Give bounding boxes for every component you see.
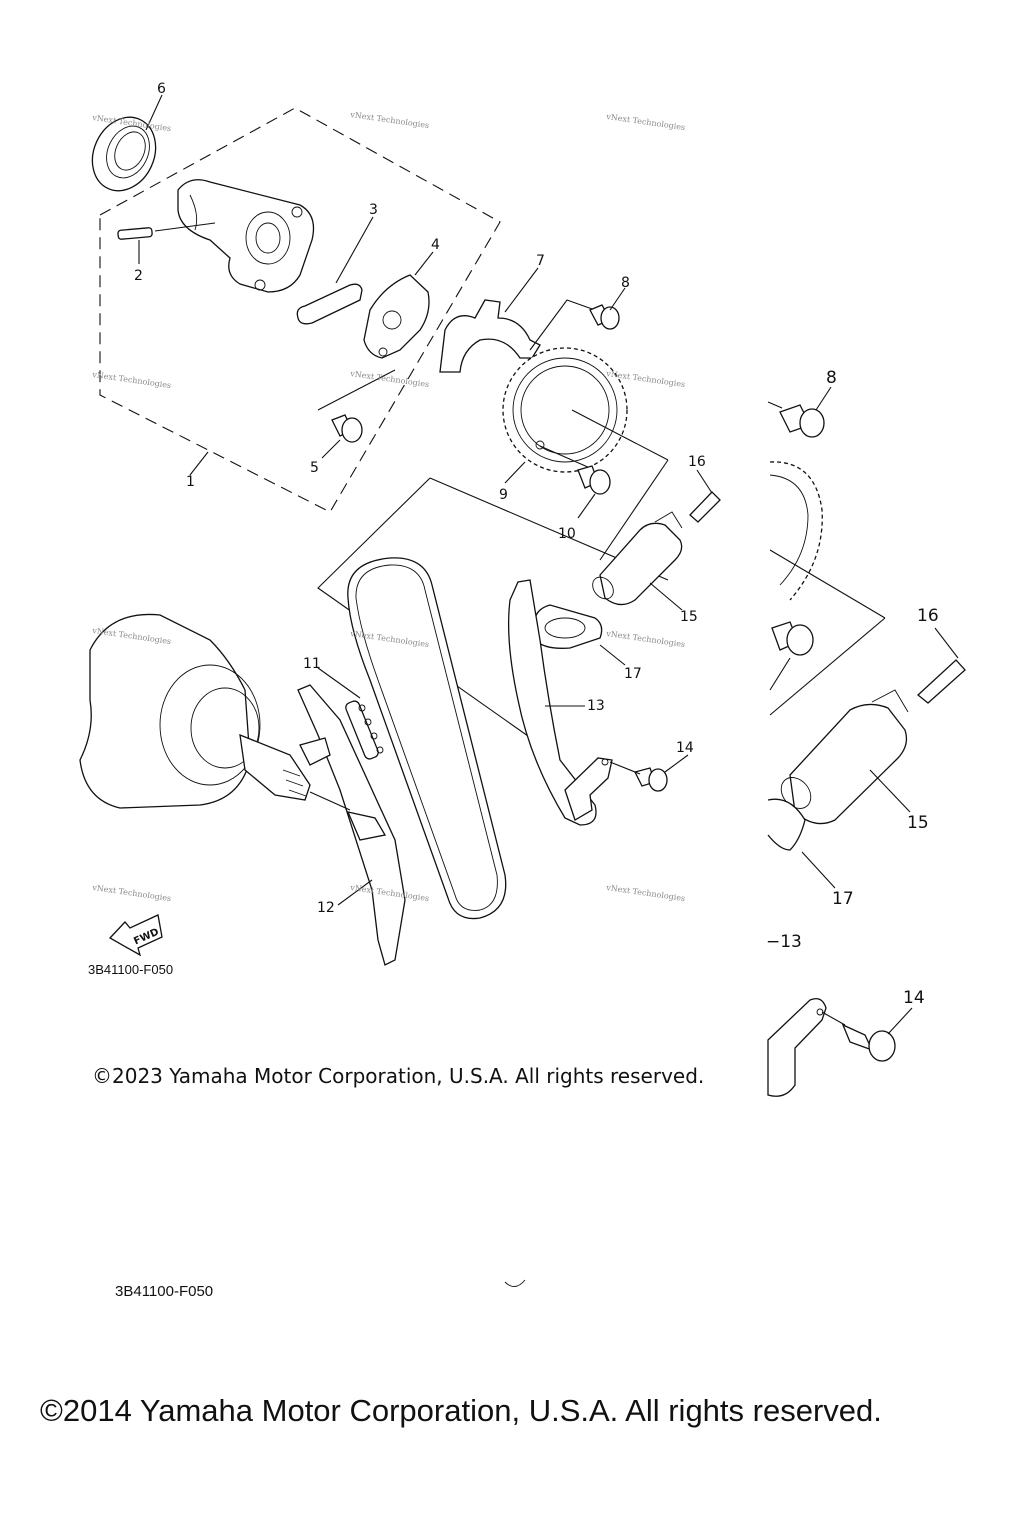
fragment-mark xyxy=(504,1279,526,1287)
diagram-code-secondary: 3B41100-F050 xyxy=(115,1283,214,1300)
watermark: vNext Technologies xyxy=(605,883,686,903)
watermark: vNext Technologies xyxy=(349,110,430,130)
zoomed-bolt[interactable] xyxy=(771,621,814,656)
callout-7: 7 xyxy=(536,253,545,269)
camshaft-assembly[interactable] xyxy=(177,179,315,293)
zoomed-callout-14: 14 xyxy=(903,988,925,1008)
part-15-tensioner[interactable] xyxy=(588,511,683,606)
zoomed-part-16-bolt[interactable] xyxy=(917,659,966,704)
part-5-bolt[interactable] xyxy=(331,414,363,443)
zoomed-detail-view xyxy=(767,386,966,1097)
zoomed-callout-8: 8 xyxy=(826,368,837,388)
part-13-guide[interactable] xyxy=(507,579,613,826)
zoomed-part-14-bolt[interactable] xyxy=(841,1023,896,1062)
part-8-bolt[interactable] xyxy=(589,304,620,330)
callout-13: 13 xyxy=(587,698,605,714)
part-10-bolt[interactable] xyxy=(577,465,611,495)
zoomed-callout-17: 17 xyxy=(832,889,854,909)
part-9-sprocket[interactable] xyxy=(502,347,628,473)
watermark: vNext Technologies xyxy=(91,883,172,903)
callout-3: 3 xyxy=(369,202,378,218)
part-4-plate[interactable] xyxy=(363,274,430,359)
callout-16: 16 xyxy=(688,454,706,470)
fwd-arrow: FWD xyxy=(108,914,163,957)
callout-2: 2 xyxy=(134,268,143,284)
watermark: vNext Technologies xyxy=(605,629,686,649)
part-16-bolt[interactable] xyxy=(689,491,721,523)
callout-12: 12 xyxy=(317,900,335,916)
zoomed-part-17-gasket[interactable] xyxy=(767,798,806,851)
zoomed-part-15-tensioner[interactable] xyxy=(775,689,909,825)
callout-11: 11 xyxy=(303,656,321,672)
part-3-shaft[interactable] xyxy=(296,283,363,325)
callout-6: 6 xyxy=(157,81,166,97)
callout-9: 9 xyxy=(499,487,508,503)
timing-chain[interactable] xyxy=(347,557,507,920)
zoomed-callout-16: 16 xyxy=(917,606,939,626)
watermark: vNext Technologies xyxy=(349,369,430,389)
watermark: vNext Technologies xyxy=(605,112,686,132)
diagram-code-primary: 3B41100-F050 xyxy=(88,962,174,977)
part-17-gasket[interactable] xyxy=(533,604,603,649)
callout-5: 5 xyxy=(310,460,319,476)
zoomed-callout-13: −13 xyxy=(766,932,802,952)
callout-4: 4 xyxy=(431,237,440,253)
part-7-cover[interactable] xyxy=(439,299,541,373)
watermark: vNext Technologies xyxy=(91,370,172,390)
part-6-bearing[interactable] xyxy=(81,107,167,201)
callout-8: 8 xyxy=(621,275,630,291)
copyright-2014: ©2014 Yamaha Motor Corporation, U.S.A. A… xyxy=(40,1393,882,1428)
part-12-guide[interactable] xyxy=(297,684,406,966)
zoomed-part-8-bolt[interactable] xyxy=(779,404,825,438)
zoomed-callout-15: 15 xyxy=(907,813,929,833)
part-14-bolt[interactable] xyxy=(634,767,668,792)
crankshaft[interactable] xyxy=(79,613,311,809)
copyright-2023: ©2023 Yamaha Motor Corporation, U.S.A. A… xyxy=(92,1064,705,1088)
part-2-pin[interactable] xyxy=(117,227,153,240)
zoomed-part-13-bracket[interactable] xyxy=(767,997,827,1097)
callout-17: 17 xyxy=(624,666,642,682)
callout-14: 14 xyxy=(676,740,694,756)
callout-10: 10 xyxy=(558,526,576,542)
callout-15: 15 xyxy=(680,609,698,625)
callout-1: 1 xyxy=(186,474,195,490)
part-11-chain-links[interactable] xyxy=(344,700,384,761)
